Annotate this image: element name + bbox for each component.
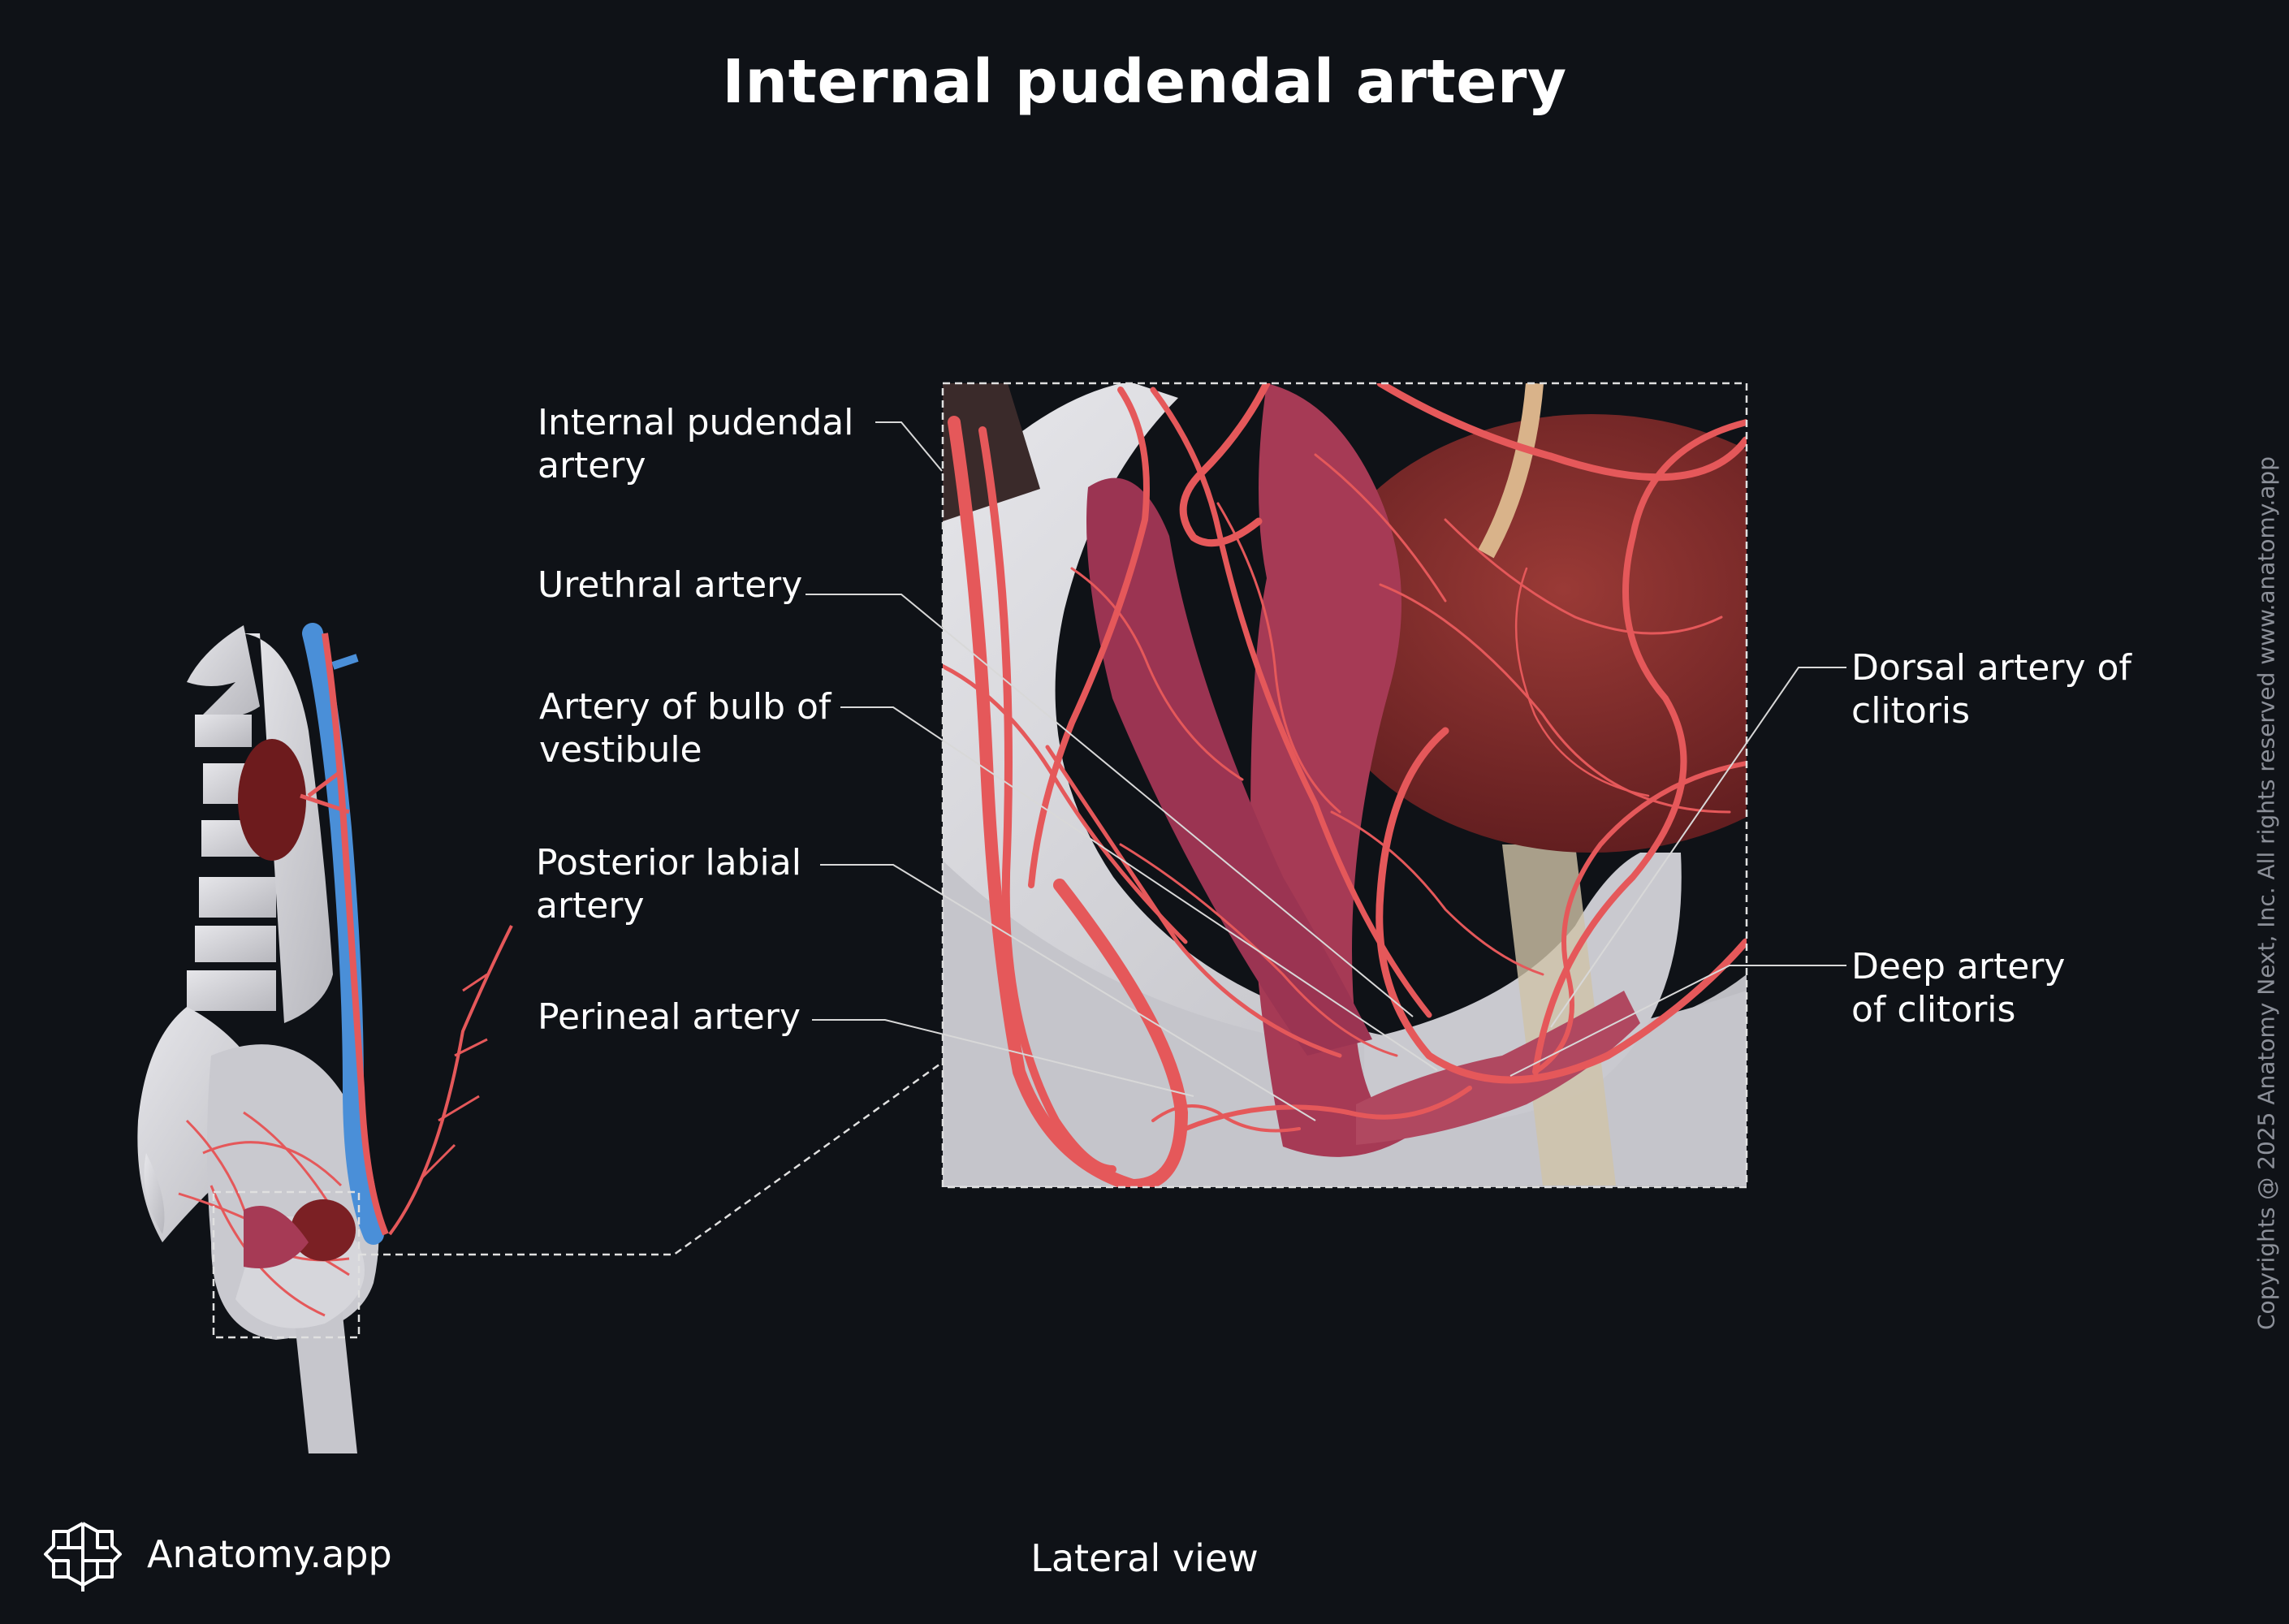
label-dorsal-artery-of-clitoris: Dorsal artery of clitoris [1851, 647, 2131, 732]
label-urethral-artery: Urethral artery [538, 564, 803, 606]
view-caption: Lateral view [1030, 1536, 1259, 1580]
leader-lines [805, 421, 1846, 1121]
copyright-notice: Copyrights @ 2025 Anatomy Next, Inc. All… [2252, 456, 2280, 1330]
zoom-box [941, 382, 1748, 1189]
leader-bulb-vestibule [840, 706, 1438, 1071]
leader-internal-pudendal [875, 421, 943, 472]
label-internal-pudendal-artery: Internal pudendal artery [538, 402, 854, 486]
page-title: Internal pudendal artery [722, 47, 1567, 117]
leader-perineal [812, 1019, 1194, 1097]
overview-figure [137, 623, 944, 1453]
spine-bone [137, 625, 333, 1242]
pubic-bone [943, 383, 1747, 1187]
leader-dorsal-clitoris [1550, 667, 1846, 1028]
leader-deep-clitoris [1509, 965, 1846, 1077]
label-perineal-artery: Perineal artery [538, 996, 801, 1038]
label-deep-artery-of-clitoris: Deep artery of clitoris [1851, 946, 2066, 1030]
zoom-inset [943, 383, 1747, 1187]
artery [322, 633, 389, 1236]
leader-urethral [805, 594, 1414, 1017]
leader-posterior-labial [820, 864, 1316, 1121]
kidney [238, 739, 306, 861]
bladder [291, 1199, 356, 1261]
label-posterior-labial-artery: Posterior labial artery [536, 842, 801, 926]
brain-logo-icon [44, 1522, 122, 1592]
artery-network [943, 383, 1747, 1187]
brand-name[interactable]: Anatomy.app [147, 1532, 392, 1576]
label-artery-of-bulb-of-vestibule: Artery of bulb of vestibule [539, 686, 831, 771]
zoom-connector [359, 1060, 944, 1256]
